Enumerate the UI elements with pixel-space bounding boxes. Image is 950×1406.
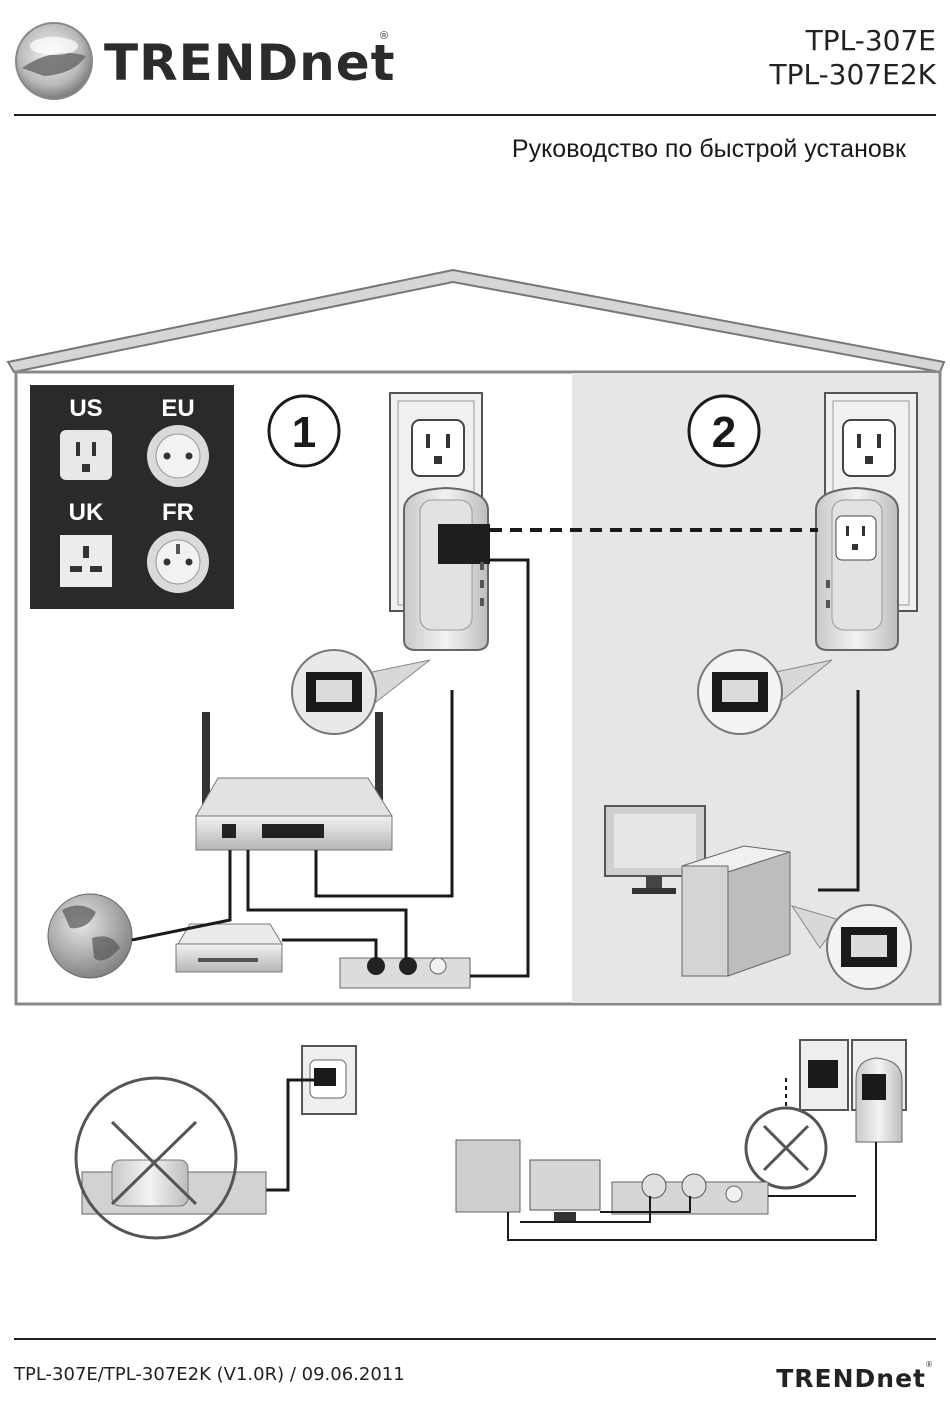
header-divider (14, 114, 936, 116)
network-cables (131, 558, 530, 978)
globe-icon (47, 893, 133, 979)
rj45-port-2-icon (697, 649, 833, 735)
trendnet-logo (15, 22, 93, 100)
monitor-icon (604, 805, 706, 894)
footer-registered-mark: ® (926, 1360, 932, 1369)
svg-text:1: 1 (292, 408, 316, 457)
plug-label-eu: EU (161, 395, 194, 422)
model-primary: TPL-307E (805, 24, 936, 57)
footer-brand: TRENDnet (776, 1364, 926, 1393)
svg-text:2: 2 (712, 408, 736, 457)
rj45-port-1-icon (291, 649, 431, 735)
plug-label-fr: FR (162, 499, 194, 526)
router-icon (195, 712, 393, 851)
installation-diagram: US EU UK FR (6, 268, 946, 1241)
step-2-badge: 2 (687, 394, 761, 468)
document-subtitle: Руководство по быстрой установк (511, 135, 906, 163)
correct-install-illustration (455, 1039, 907, 1241)
plug-label-uk: UK (69, 499, 104, 526)
brand-name: TRENDnet (104, 34, 396, 92)
wrong-install-illustration (74, 1045, 357, 1240)
desktop-pc-icon (681, 845, 791, 977)
footer-document-info: TPL-307E/TPL-307E2K (V1.0R) / 09.06.2011 (14, 1364, 405, 1385)
fr-outlet-icon (147, 531, 209, 593)
us-outlet-icon (60, 430, 112, 480)
prohibited-x-icon (74, 1076, 238, 1240)
powerline-adapter-1-icon (403, 486, 490, 651)
rj45-port-3-icon (790, 904, 912, 990)
eu-outlet-icon (147, 425, 209, 487)
powerline-adapter-2-icon (815, 486, 899, 651)
plug-label-us: US (69, 395, 102, 422)
footer-divider (14, 1338, 936, 1340)
modem-icon (175, 923, 283, 973)
uk-outlet-icon (60, 535, 112, 587)
plug-types-panel: US EU UK FR (30, 385, 234, 609)
step-1-badge: 1 (267, 394, 341, 468)
network-cable-room-2 (818, 690, 860, 892)
power-strip-icon (339, 957, 471, 989)
registered-mark: ® (380, 30, 389, 42)
model-numbers: TPL-307E TPL-307E2K (769, 24, 936, 92)
model-kit: TPL-307E2K (769, 58, 936, 91)
